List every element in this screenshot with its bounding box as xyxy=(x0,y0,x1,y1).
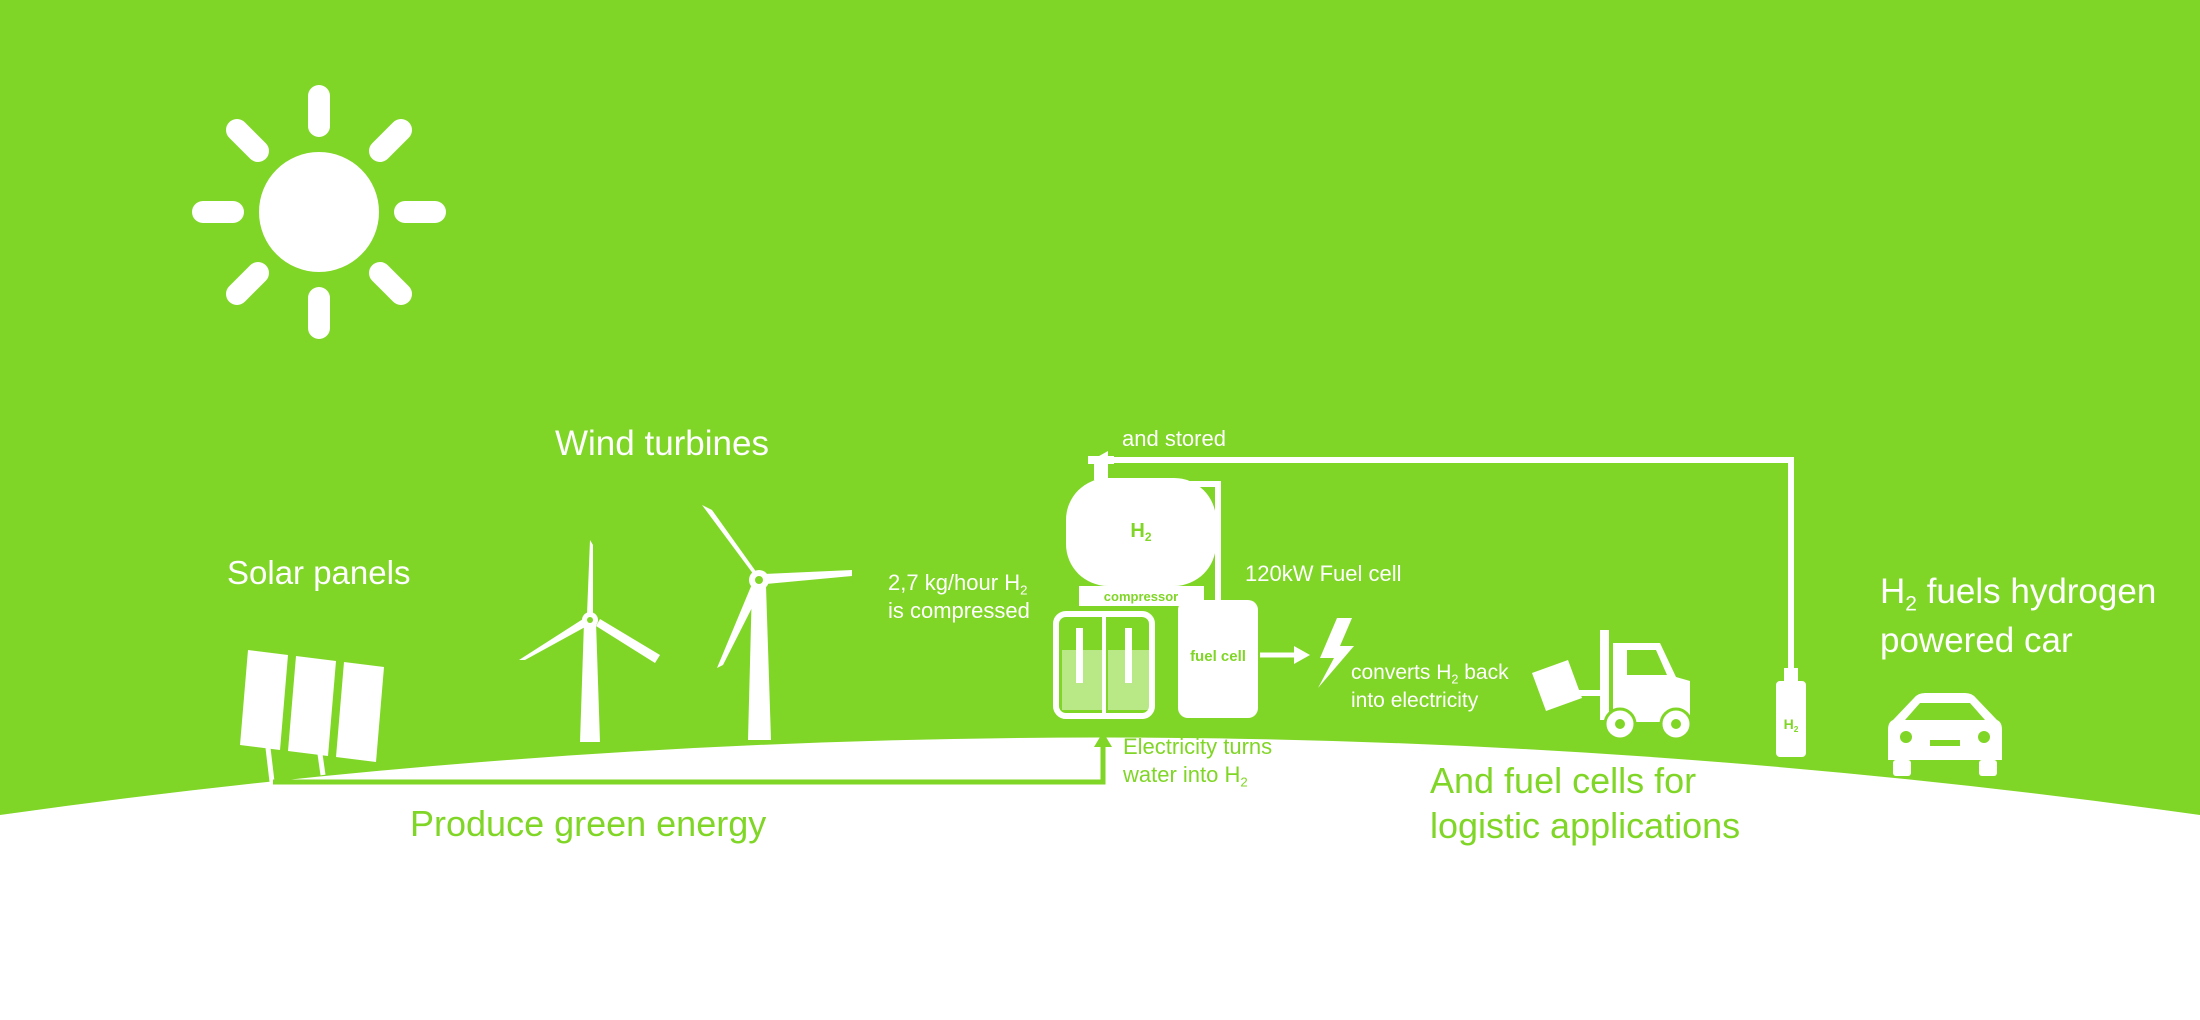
fuel-cells-label: And fuel cells for logistic applications xyxy=(1430,758,1740,848)
dispenser-sub: 2 xyxy=(1793,723,1799,734)
produce-green-text: Produce green energy xyxy=(410,803,767,844)
wind-turbine-icon xyxy=(519,540,660,742)
electrolyzer-icon xyxy=(1053,611,1155,719)
and-stored-text: and stored xyxy=(1122,426,1226,451)
wind-turbine-icon xyxy=(702,505,852,740)
fuel-cells-line-2: logistic applications xyxy=(1430,805,1741,846)
ground xyxy=(0,737,2200,1020)
electricity-prefix: water into H xyxy=(1123,761,1241,787)
storage-arrow-head xyxy=(1092,451,1108,469)
tank-label: H2 xyxy=(1066,520,1216,544)
tank-label-h: H xyxy=(1130,520,1145,542)
converts-label: converts H2 back into electricity xyxy=(1351,660,1509,713)
converts-suffix: back xyxy=(1458,661,1509,684)
sun-icon xyxy=(192,85,446,339)
fuel-cell-box-label: fuel cell xyxy=(1178,648,1258,665)
storage-pipe xyxy=(1106,457,1794,690)
dispenser-h: H xyxy=(1783,716,1794,732)
compressed-line-1: 2,7 kg/hour H2 xyxy=(888,570,1030,598)
electricity-sub: 2 xyxy=(1240,774,1248,790)
fuel-cell-rating-label: 120kW Fuel cell xyxy=(1245,561,1402,587)
fuel-cell-rating-text: 120kW Fuel cell xyxy=(1245,561,1402,586)
output-arrow-head xyxy=(1294,646,1310,664)
solar-panel-icon xyxy=(240,650,384,791)
h2-fuels-suffix: fuels hydrogen xyxy=(1916,572,2157,611)
electricity-line-2: water into H2 xyxy=(1123,761,1272,791)
wind-turbines-text: Wind turbines xyxy=(555,424,769,463)
lightning-icon xyxy=(1318,618,1354,688)
h2-fuels-line-1: H2 fuels hydrogen xyxy=(1880,569,2156,618)
dispenser-label: H2 xyxy=(1775,716,1807,734)
tank-label-sub: 2 xyxy=(1144,530,1152,545)
hydrogen-tank-icon xyxy=(1066,456,1216,606)
converts-sub: 2 xyxy=(1451,672,1459,687)
compressed-line-2: is compressed xyxy=(888,598,1030,624)
power-arrow xyxy=(1094,732,1112,747)
hydrogen-dispenser-icon xyxy=(1774,668,1808,759)
electricity-line-1: Electricity turns xyxy=(1123,734,1273,759)
converts-line-2: into electricity xyxy=(1351,688,1479,712)
produce-green-label: Produce green energy xyxy=(410,801,766,846)
power-line xyxy=(273,743,1106,785)
compressed-prefix: 2,7 kg/hour H xyxy=(888,570,1021,595)
compressor-label: compressor xyxy=(1072,589,1210,604)
converts-prefix: converts H xyxy=(1351,661,1452,684)
fuel-cell-icon xyxy=(1178,600,1258,718)
h2-fuels-prefix: H xyxy=(1880,572,1906,611)
solar-panels-label: Solar panels xyxy=(227,553,410,593)
h2-fuels-sub: 2 xyxy=(1905,592,1917,616)
solar-panels-text: Solar panels xyxy=(227,554,411,591)
and-stored-label: and stored xyxy=(1122,426,1226,452)
compressed-sub: 2 xyxy=(1020,582,1028,598)
wind-turbines-label: Wind turbines xyxy=(555,423,769,465)
h2-fuels-line-2: powered car xyxy=(1880,620,2073,660)
compressed-label: 2,7 kg/hour H2 is compressed xyxy=(888,570,1030,625)
compressor-text: compressor xyxy=(1103,589,1179,604)
converts-line-1: converts H2 back xyxy=(1351,660,1509,688)
fuel-cell-text: fuel cell xyxy=(1190,648,1246,665)
forklift-icon xyxy=(1532,630,1693,741)
fuel-cell-pipe xyxy=(1160,481,1221,600)
fuel-cells-line-1: And fuel cells for xyxy=(1430,760,1697,801)
h2-fuels-label: H2 fuels hydrogen powered car xyxy=(1880,569,2156,663)
electricity-label: Electricity turns water into H2 xyxy=(1123,733,1272,791)
car-icon xyxy=(1888,693,2002,776)
